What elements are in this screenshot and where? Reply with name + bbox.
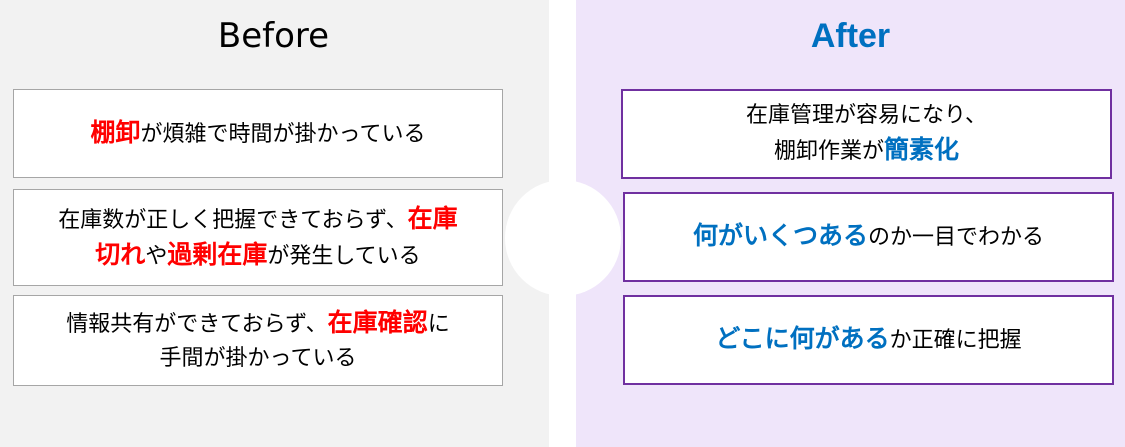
before-item-2: 在庫数が正しく把握できておらず、在庫 切れや過剰在庫が発生している xyxy=(13,189,503,286)
after-item-1-text: 在庫管理が容易になり、 棚卸作業が簡素化 xyxy=(746,99,987,169)
before-item-3-highlight: 在庫確認 xyxy=(327,307,428,337)
after-item-3-highlight: どこに何がある xyxy=(715,324,890,353)
after-panel: After 在庫管理が容易になり、 棚卸作業が簡素化 何がいくつあるのか一目でわ… xyxy=(576,0,1125,447)
before-item-2-pre: 在庫数が正しく把握できておらず、 xyxy=(58,207,408,233)
before-item-3: 情報共有ができておらず、在庫確認に 手間が掛かっている xyxy=(13,295,503,386)
after-item-3-text: どこに何があるか正確に把握 xyxy=(715,322,1021,358)
before-item-1-text: 棚卸が煩雑で時間が掛かっている xyxy=(91,116,426,152)
after-item-2-highlight: 何がいくつある xyxy=(692,221,868,250)
before-item-3-line-1: 情報共有ができておらず、在庫確認に xyxy=(66,306,449,342)
after-item-1: 在庫管理が容易になり、 棚卸作業が簡素化 xyxy=(621,89,1112,179)
after-item-3-rest: か正確に把握 xyxy=(889,328,1022,353)
center-circle xyxy=(505,180,621,296)
after-item-1-pre: 棚卸作業が xyxy=(773,139,884,164)
before-item-1-highlight: 棚卸 xyxy=(90,117,141,147)
before-item-2-mid: や xyxy=(145,243,168,269)
before-item-2-post: が発生している xyxy=(267,243,421,269)
after-item-3: どこに何があるか正確に把握 xyxy=(623,295,1114,385)
before-item-1: 棚卸が煩雑で時間が掛かっている xyxy=(13,89,503,178)
after-item-1-highlight: 簡素化 xyxy=(884,135,960,164)
before-panel: Before 棚卸が煩雑で時間が掛かっている 在庫数が正しく把握できておらず、在… xyxy=(0,0,549,447)
before-item-2-highlight-c: 過剰在庫 xyxy=(167,239,268,269)
before-item-2-line-1: 在庫数が正しく把握できておらず、在庫 xyxy=(58,202,457,238)
after-item-1-line-1: 在庫管理が容易になり、 xyxy=(745,103,988,128)
before-item-2-line-2: 切れや過剰在庫が発生している xyxy=(58,238,457,274)
after-item-1-line-2: 棚卸作業が簡素化 xyxy=(746,133,987,169)
before-item-2-text: 在庫数が正しく把握できておらず、在庫 切れや過剰在庫が発生している xyxy=(58,202,457,274)
after-item-2-rest: のか一目でわかる xyxy=(868,225,1045,250)
before-item-3-text: 情報共有ができておらず、在庫確認に 手間が掛かっている xyxy=(66,306,449,376)
before-item-3-post: に xyxy=(427,311,450,337)
before-item-3-line-2: 手間が掛かっている xyxy=(159,345,357,371)
before-title: Before xyxy=(217,16,330,56)
before-item-2-highlight-b: 切れ xyxy=(95,239,146,269)
after-item-2-text: 何がいくつあるのか一目でわかる xyxy=(693,219,1044,255)
before-item-3-pre: 情報共有ができておらず、 xyxy=(66,311,328,337)
after-item-2: 何がいくつあるのか一目でわかる xyxy=(623,192,1114,282)
before-item-1-rest: が煩雑で時間が掛かっている xyxy=(140,121,426,147)
before-item-2-highlight-a: 在庫 xyxy=(407,203,458,233)
after-title: After xyxy=(810,17,891,55)
